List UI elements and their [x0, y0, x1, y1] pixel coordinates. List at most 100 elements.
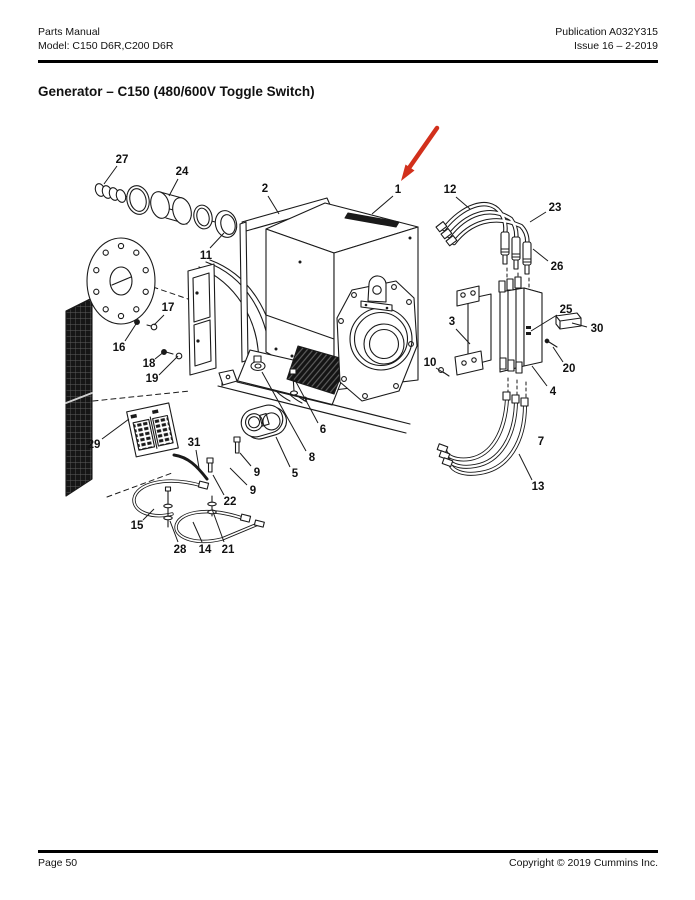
callout-label-19: 19: [146, 373, 159, 385]
callout-label-9: 9: [254, 467, 260, 479]
footer-copyright: Copyright © 2019 Cummins Inc.: [509, 857, 658, 869]
callout-label-29: 29: [88, 439, 101, 451]
coupling-spring: [94, 183, 127, 203]
footer-rule: [38, 850, 658, 853]
callout-label-20: 20: [563, 363, 576, 375]
callout-leader-4: [531, 365, 548, 387]
breaker-terminals-bottom: [499, 357, 523, 374]
page-title: Generator – C150 (480/600V Toggle Switch…: [38, 84, 315, 99]
callout-leader-10: [435, 367, 445, 374]
lifting-eye: [360, 275, 393, 312]
screw-item22-target: [206, 457, 214, 473]
callout-leader-26: [532, 248, 549, 262]
callout-leader-17: [153, 314, 165, 326]
grommet-item8-target: [250, 355, 266, 372]
air-duct-frame: [187, 263, 217, 376]
screw-item10: [438, 367, 450, 377]
callout-label-4: 4: [550, 386, 557, 398]
callout-label-31: 31: [188, 437, 201, 449]
header-publication: Publication A032Y315: [555, 26, 658, 38]
bearing-cup: [214, 210, 238, 238]
callout-label-21: 21: [222, 544, 235, 556]
highlight-arrow: [401, 125, 440, 181]
callout-label-15: 15: [131, 520, 144, 532]
circuit-breaker: [498, 276, 543, 403]
callout-label-26: 26: [551, 261, 564, 273]
callout-label-2: 2: [262, 183, 268, 195]
callout-leader-22: [212, 474, 225, 496]
callout-label-27: 27: [116, 154, 129, 166]
breaker-terminals-top: [498, 276, 522, 293]
callout-leader-30: [571, 322, 588, 328]
callout-leader-29: [101, 418, 130, 440]
callout-label-22: 22: [224, 496, 237, 508]
header-rule: [38, 60, 658, 63]
callout-label-23: 23: [549, 202, 562, 214]
callout-leader-12: [455, 196, 471, 210]
callout-label-10: 10: [424, 357, 437, 369]
callout-label-14: 14: [199, 544, 212, 556]
callout-leader-31: [195, 449, 200, 469]
air-inlet-grille: [65, 297, 93, 497]
callout-leader-6: [294, 379, 319, 424]
callout-label-17: 17: [162, 302, 175, 314]
header-doc-type: Parts Manual: [38, 26, 100, 38]
callout-leader-28: [169, 520, 179, 543]
o-ring-rear: [193, 204, 213, 230]
breaker-bracket: [454, 285, 492, 376]
callout-label-9: 9: [250, 485, 256, 497]
callout-label-13: 13: [532, 481, 545, 493]
rating-label-plate: [126, 402, 179, 458]
callout-leader-5: [275, 436, 291, 468]
callout-leader-13: [518, 453, 533, 481]
construction-lines: [92, 188, 237, 498]
callout-leader-11: [209, 232, 225, 249]
callout-leader-1: [371, 195, 394, 215]
callout-label-8: 8: [309, 452, 316, 464]
callout-leader-21: [211, 508, 225, 543]
callout-leader-24: [168, 178, 179, 197]
header-model: Model: C150 D6R,C200 D6R: [38, 39, 174, 52]
washers-item21-target: [207, 495, 217, 517]
callout-leader-8: [261, 371, 307, 452]
shaft-bushing: [150, 191, 192, 225]
o-ring-front: [126, 185, 150, 215]
callout-label-18: 18: [143, 358, 156, 370]
cable-sleeves: [500, 231, 532, 275]
coupling-disc: [86, 237, 156, 325]
callout-leader-25: [530, 314, 558, 332]
terminal-grommet-plate: [240, 404, 287, 440]
callout-leader-2: [267, 195, 280, 215]
callout-label-11: 11: [200, 250, 213, 262]
base-skid: [217, 355, 411, 434]
callout-leader-15: [142, 508, 155, 521]
header-left: Parts Manual Model: C150 D6R,C200 D6R: [38, 26, 173, 53]
callout-label-16: 16: [113, 342, 126, 354]
callout-label-6: 6: [320, 424, 326, 436]
end-bracket-bell: [336, 275, 418, 402]
breaker-markings-item25-target: [526, 326, 531, 335]
lead-wires: [132, 436, 265, 544]
screw-item20: [544, 338, 558, 348]
callout-leader-19: [158, 355, 179, 376]
bolt-washers-item28-target: [163, 486, 173, 528]
callout-label-24: 24: [176, 166, 189, 178]
callout-label-7: 7: [538, 436, 544, 448]
load-cables-bottom: [436, 391, 529, 476]
screw-item9-target: [233, 436, 241, 454]
header-right: Publication A032Y315 Issue 16 – 2-2019: [555, 26, 658, 53]
callout-label-28: 28: [174, 544, 187, 556]
callout-leader-23: [529, 211, 547, 223]
callout-leader-9: [239, 452, 252, 467]
callout-leader-3: [455, 328, 471, 345]
bolt-item6-target: [289, 368, 299, 396]
header-issue: Issue 16 – 2-2019: [573, 39, 658, 52]
callout-label-25: 25: [560, 304, 573, 316]
callout-leader-9: [229, 467, 248, 486]
callout-leader-27: [103, 165, 118, 185]
callout-leader-16: [124, 323, 137, 342]
callout-leader-14: [192, 521, 203, 543]
